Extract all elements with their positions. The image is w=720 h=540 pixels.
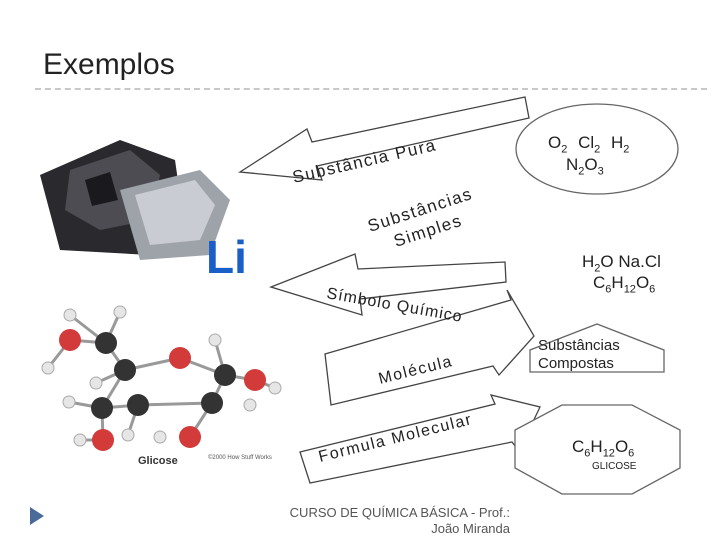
formula-subscript: 2 bbox=[594, 262, 601, 275]
lithium-photo bbox=[40, 140, 230, 260]
formula-part: H bbox=[590, 437, 603, 456]
formula-part: O bbox=[548, 133, 562, 152]
simples-oval bbox=[515, 103, 679, 195]
footer-line-1: CURSO DE QUÍMICA BÁSICA - Prof.: bbox=[289, 505, 510, 520]
formula-subscript: 2 bbox=[594, 143, 601, 156]
title-divider bbox=[35, 88, 707, 90]
formula-part: C bbox=[593, 273, 606, 292]
formula-subscript: 2 bbox=[578, 165, 585, 178]
formula-part: Cl bbox=[578, 133, 595, 152]
formula-part: H bbox=[611, 133, 624, 152]
arrow-molecula bbox=[324, 289, 535, 406]
glucose-caption: Glicose bbox=[138, 455, 178, 467]
formula-part: H bbox=[611, 273, 624, 292]
footer-credit: CURSO DE QUÍMICA BÁSICA - Prof.: João Mi… bbox=[250, 505, 510, 537]
formula-subscript: 2 bbox=[561, 143, 568, 156]
formula-subscript: 3 bbox=[597, 165, 604, 178]
carbon-atoms bbox=[91, 332, 236, 419]
formula-part: Na.Cl bbox=[613, 252, 661, 271]
formula-part: C bbox=[572, 437, 585, 456]
formula-part: O bbox=[614, 437, 629, 456]
glucose-molecule bbox=[41, 305, 282, 451]
formula-subscript: 6 bbox=[584, 447, 591, 460]
formula-part: O bbox=[600, 252, 614, 271]
glicose-name: GLICOSE bbox=[592, 461, 637, 472]
formula-part: H bbox=[582, 252, 595, 271]
hydrogen-atoms bbox=[41, 305, 282, 447]
formula-part: O bbox=[584, 155, 598, 174]
formula-subscript: 12 bbox=[602, 447, 615, 460]
formula-part: N bbox=[566, 155, 579, 174]
lithium-symbol: Li bbox=[206, 231, 247, 283]
formula-subscript: 12 bbox=[623, 283, 636, 296]
formula-subscript: 6 bbox=[605, 283, 612, 296]
simples-row-1: O2 Cl2 H2 bbox=[548, 133, 629, 155]
simples-row-2: N2O3 bbox=[566, 155, 604, 177]
footer-line-2: João Miranda bbox=[431, 521, 510, 536]
arrow-substancia-pura bbox=[238, 96, 530, 181]
copyright-caption: ©2000 How Stuff Works bbox=[208, 455, 272, 461]
compostas-shape bbox=[529, 323, 665, 373]
compostas-row-2: C6H12O6 bbox=[593, 273, 655, 295]
glicose-octagon bbox=[514, 404, 681, 495]
formula-subscript: 6 bbox=[628, 447, 635, 460]
compostas-label: Substâncias Compostas bbox=[538, 337, 620, 372]
arrow-simbolo-quimico bbox=[269, 253, 507, 316]
page-title: Exemplos bbox=[43, 48, 175, 81]
glicose-formula: C6H12O6 bbox=[572, 437, 634, 459]
oxygen-atoms bbox=[59, 329, 266, 451]
compostas-row-1: H2O Na.Cl bbox=[582, 252, 661, 274]
formula-part: O bbox=[635, 273, 650, 292]
formula-subscript: 2 bbox=[623, 143, 630, 156]
formula-subscript: 6 bbox=[649, 283, 656, 296]
slide-bullet-icon bbox=[30, 507, 44, 525]
